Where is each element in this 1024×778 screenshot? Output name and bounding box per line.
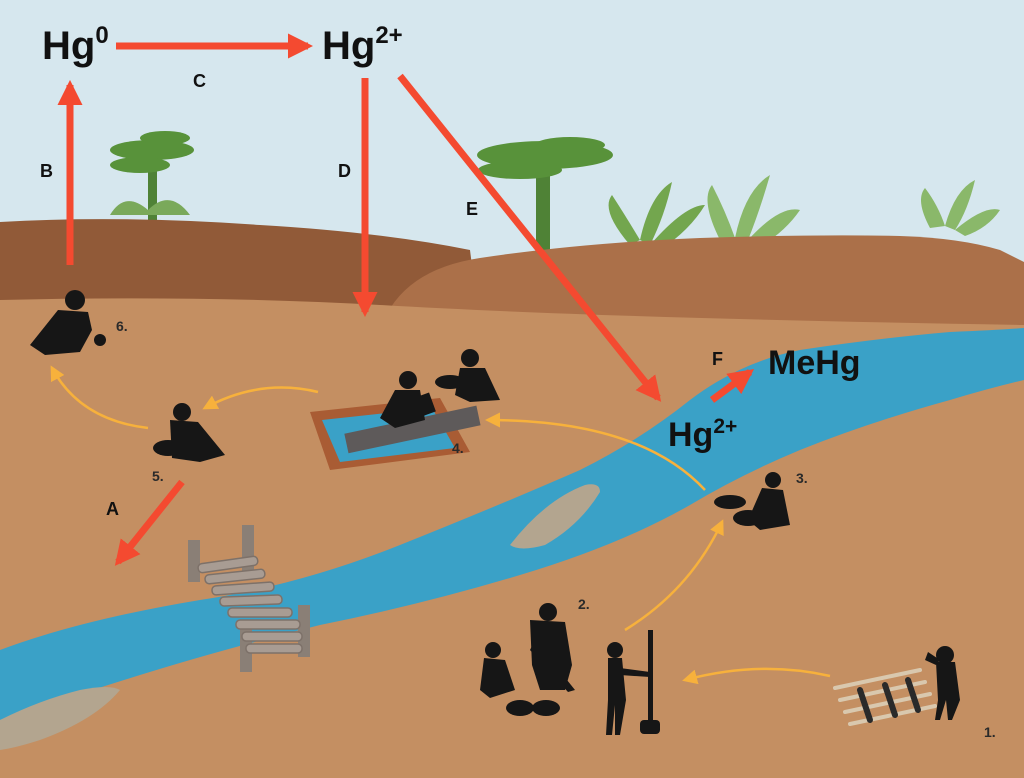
figure-step-2-group xyxy=(480,603,575,716)
process-label-b: B xyxy=(40,161,53,181)
hg2-atmosphere-oxidation-state: 2+ xyxy=(375,22,403,49)
hg0-label: Hg0 xyxy=(42,24,109,68)
figure-step-3 xyxy=(714,472,790,530)
step-number-5: 5. xyxy=(152,468,164,484)
figure-step-2-stamper xyxy=(606,630,660,735)
process-label-e: E xyxy=(466,199,479,219)
figure-step-6 xyxy=(30,290,106,355)
hg2-water-symbol: Hg xyxy=(668,416,714,454)
figure-step-4-pair xyxy=(380,349,500,428)
hg2-water-label: Hg2+ xyxy=(668,415,738,454)
vegetation xyxy=(110,131,1000,258)
workflow-arrow-3-to-4 xyxy=(485,412,706,491)
mehg-label: MeHg xyxy=(768,344,861,382)
miner-figures xyxy=(30,290,960,735)
wooden-grate xyxy=(833,668,937,726)
step-number-4: 4. xyxy=(452,440,464,456)
arrow-f xyxy=(709,369,755,403)
sandbar-left xyxy=(0,687,120,750)
process-label-c: C xyxy=(193,71,206,91)
hg0-oxidation-state: 0 xyxy=(95,22,109,49)
process-label-f: F xyxy=(712,349,723,369)
arrow-a xyxy=(114,479,185,566)
hg2-atmosphere-label: Hg2+ xyxy=(322,24,403,68)
workflow-arrow-2-to-3 xyxy=(624,519,724,632)
workflow-arrow-1-to-2 xyxy=(682,667,831,685)
process-label-a: A xyxy=(106,499,119,519)
sandbar-middle xyxy=(510,484,600,549)
workflow-arrows xyxy=(50,365,831,685)
log-bridge xyxy=(188,525,310,672)
step-number-1: 1. xyxy=(984,724,996,740)
hg0-symbol: Hg xyxy=(42,24,96,68)
workflow-arrow-4-to-5 xyxy=(202,386,319,410)
step-number-2: 2. xyxy=(578,596,590,612)
figure-step-1 xyxy=(925,646,960,720)
sluice-box xyxy=(310,398,481,470)
arrow-e xyxy=(397,73,662,402)
plant-fern-3 xyxy=(921,180,1000,236)
tree-left xyxy=(110,131,194,240)
hg2-water-oxidation-state: 2+ xyxy=(713,415,738,438)
plant-fern-1 xyxy=(608,182,705,250)
step-number-6: 6. xyxy=(116,318,128,334)
tree-center xyxy=(477,137,613,258)
process-label-d: D xyxy=(338,161,351,181)
workflow-arrow-5-to-6 xyxy=(50,365,149,430)
step-number-3: 3. xyxy=(796,470,808,486)
process-arrows xyxy=(57,33,755,566)
hg2-atmosphere-symbol: Hg xyxy=(322,24,376,68)
figure-step-5 xyxy=(153,403,225,462)
